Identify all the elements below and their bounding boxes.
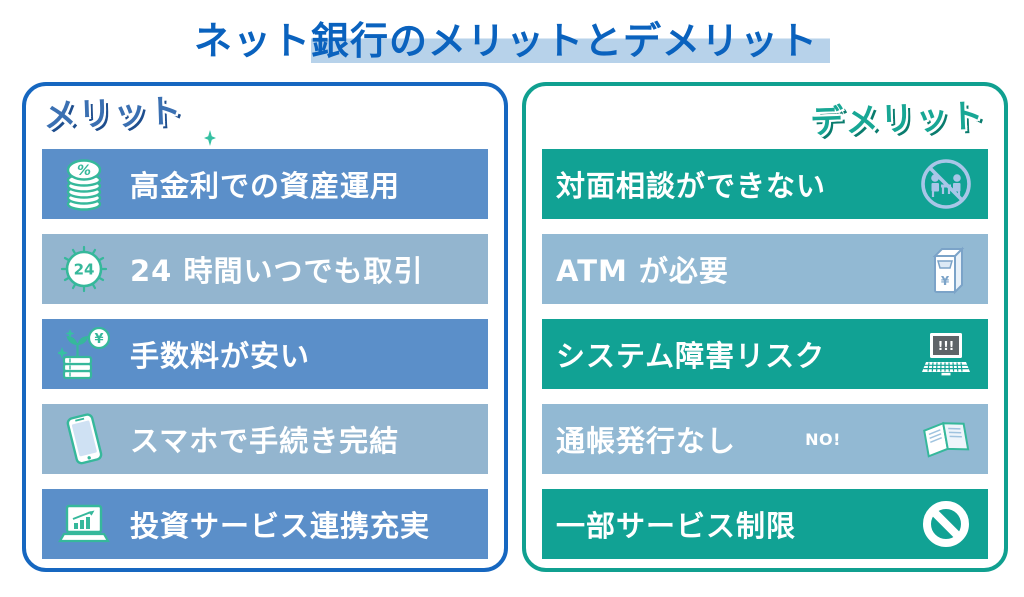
no-face-to-face-icon <box>918 157 974 211</box>
page-title-highlighted: 銀行のメリットとデメリット <box>311 19 831 63</box>
demerit-row-label: 一部サービス制限 <box>556 509 797 543</box>
demerit-row-label: ATM が必要 <box>556 254 729 288</box>
merit-row-label: 投資サービス連携充実 <box>130 509 431 543</box>
merit-row: % 高金利での資産運用 <box>42 149 488 219</box>
demerit-row-label: 対面相談ができない <box>556 169 827 203</box>
demerit-row-label: システム障害リスク <box>556 339 826 373</box>
coin-stack-percent-icon: % <box>56 156 112 212</box>
sparkle-icon <box>204 130 216 150</box>
merit-row-label: 手数料が安い <box>130 339 311 373</box>
demerit-row-label: 通帳発行なし <box>556 424 737 458</box>
merit-row: 24 24 時間いつでも取引 <box>42 234 488 304</box>
demerit-row: システム障害リスク !!! <box>542 319 988 389</box>
demerit-row: 通帳発行なし NO! <box>542 404 988 474</box>
demerit-panel: デメリット 対面相談ができない <box>522 82 1008 572</box>
atm-machine-icon: ¥ <box>918 242 974 296</box>
merit-row: ¥ 手数料が安い <box>42 319 488 389</box>
prohibition-icon <box>918 500 974 548</box>
svg-text:24: 24 <box>74 261 95 279</box>
demerit-row: 対面相談ができない <box>542 149 988 219</box>
svg-text:!!!: !!! <box>938 339 954 353</box>
svg-text:¥: ¥ <box>941 274 950 288</box>
merit-row-label: 24 時間いつでも取引 <box>130 254 424 288</box>
merit-heading: メリット <box>42 91 184 136</box>
smartphone-icon <box>56 411 112 467</box>
laptop-chart-icon <box>56 503 112 545</box>
merit-panel: メリット % 高金利での資産運用 <box>22 82 508 572</box>
clock-24h-icon: 24 <box>56 245 112 293</box>
demerit-row: 一部サービス制限 <box>542 489 988 559</box>
merit-row-label: 高金利での資産運用 <box>130 169 401 203</box>
system-error-laptop-icon: !!! <box>918 331 974 377</box>
passbook-icon <box>918 418 974 460</box>
page-title-plain: ネット <box>193 19 311 63</box>
merit-row: スマホで手続き完結 <box>42 404 488 474</box>
svg-text:¥: ¥ <box>94 332 103 347</box>
merit-row-label: スマホで手続き完結 <box>130 424 400 458</box>
merit-row: 投資サービス連携充実 <box>42 489 488 559</box>
svg-text:%: % <box>77 163 91 179</box>
money-growth-yen-icon: ¥ <box>56 327 112 381</box>
page-title: ネット銀行のメリットとデメリット <box>0 18 1024 66</box>
demerit-row: ATM が必要 ¥ <box>542 234 988 304</box>
no-badge: NO! <box>805 429 841 449</box>
